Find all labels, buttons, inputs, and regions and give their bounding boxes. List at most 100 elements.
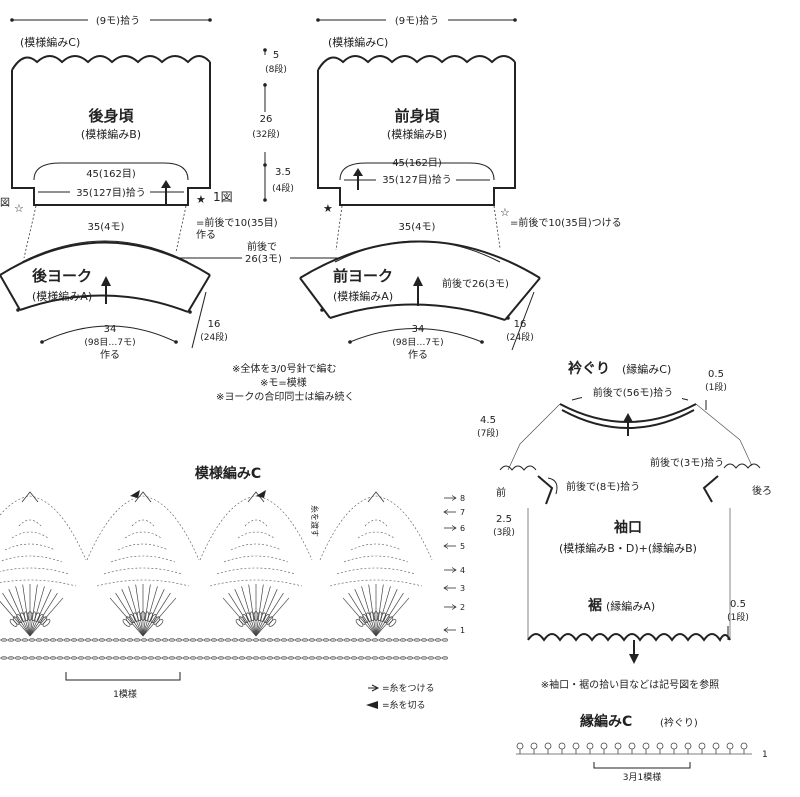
row-direction-arrow	[444, 604, 457, 610]
dim-dot	[208, 18, 212, 22]
picot-stitch	[516, 742, 524, 750]
front-yoke-height-line	[511, 291, 535, 351]
back-corner-label: 図	[0, 197, 10, 209]
cluster-stitch	[388, 619, 397, 627]
tall-stitch	[29, 589, 52, 637]
back-yoke-height-line	[191, 291, 207, 349]
chain-arch	[230, 543, 282, 551]
dim-3-5-rows: (4段)	[272, 182, 294, 194]
chain-arch	[0, 579, 77, 587]
tall-stitch	[375, 597, 410, 637]
hem-height-rows: (1段)	[727, 611, 749, 623]
back-pickup-note: =前後で10(35目)	[196, 216, 278, 229]
outer-arch	[0, 495, 87, 561]
tall-stitch	[135, 584, 144, 637]
front-label: 前	[496, 486, 506, 499]
legend-attach: =糸をつける	[382, 682, 435, 694]
right-shoulder-line	[695, 403, 753, 467]
row-number: 4	[460, 566, 465, 575]
front-yoke-outer-edge	[299, 240, 541, 279]
arrow-head	[161, 180, 171, 188]
left-height: 4.5	[480, 415, 496, 426]
peak-stitch	[367, 491, 385, 503]
picot-stitch	[628, 742, 636, 750]
left-height-rows: (7段)	[477, 427, 499, 439]
front-width35: 35(127目)拾う	[382, 173, 452, 186]
picot-stitch	[586, 742, 594, 750]
cut-yarn-symbol	[366, 701, 378, 709]
tall-stitch	[241, 586, 257, 637]
edge-c-title: 縁編みC	[580, 713, 632, 730]
star-marker: ★	[323, 202, 333, 215]
tall-stitch	[115, 592, 144, 637]
picot-stitch	[544, 742, 552, 750]
cut-yarn-symbol	[130, 490, 140, 498]
pattern-c-symbols	[0, 490, 448, 660]
pattern-c-repeat-label: 1模様	[113, 688, 137, 700]
tall-stitch	[142, 592, 171, 637]
edge-c-subtitle: (衿ぐり)	[660, 716, 698, 729]
back-width45: 45(162目)	[86, 169, 136, 180]
picot-stitch	[656, 742, 664, 750]
row-direction-arrow	[444, 525, 457, 531]
row-number: 3	[460, 584, 465, 593]
chain-arch	[237, 531, 275, 539]
cluster-stitch	[42, 619, 51, 627]
tall-stitch	[121, 589, 144, 637]
front-yoke-inner-edge	[329, 303, 506, 321]
row-number: 1	[460, 626, 465, 635]
sleeve-title: 袖口	[614, 519, 642, 536]
front-scallop-edge	[317, 55, 516, 71]
picot-stitch	[558, 742, 566, 750]
front-yoke-height: 16	[514, 319, 527, 330]
picot-stitch	[698, 742, 706, 750]
tall-stitch	[142, 589, 165, 637]
tall-stitch	[375, 586, 391, 637]
chain-arch	[96, 579, 190, 587]
back-body-subtitle: (模様編みB)	[81, 127, 141, 141]
hem-height: 0.5	[730, 599, 746, 610]
front-width45: 45(162目)	[392, 158, 442, 169]
front-width-arc	[339, 162, 495, 181]
chain-arch	[131, 519, 155, 527]
right-sleeve-scallop	[723, 463, 761, 469]
note-2: ※モ=模様	[260, 376, 307, 389]
dim-3-5: 3.5	[275, 167, 291, 178]
tall-stitch	[248, 584, 257, 637]
row-number: 6	[460, 524, 465, 533]
back-top-pattern-label: (模様編みC)	[20, 35, 80, 49]
chain-arch	[350, 543, 402, 551]
tall-stitch	[142, 584, 151, 637]
neck-title: 衿ぐり	[568, 360, 610, 377]
chain-arch	[0, 567, 70, 575]
note-3: ※ヨークの合印同士は編み続く	[216, 390, 354, 403]
edge-c-repeat-bracket	[593, 762, 691, 769]
tall-stitch	[8, 589, 31, 637]
tall-stitch	[128, 586, 144, 637]
back-label: 後ろ	[752, 484, 772, 497]
back-yoke-outer-edge	[0, 241, 211, 276]
chain-arch	[244, 519, 268, 527]
picot-stitch	[684, 742, 692, 750]
attach-yarn-symbol	[368, 684, 380, 692]
front-yoke-top-width: 35(4モ)	[399, 222, 436, 233]
neck-pickup-label: 前後で(56モ)拾う	[593, 386, 674, 399]
chain-arch	[336, 567, 416, 575]
peak-stitch	[247, 491, 265, 503]
chain-arch	[357, 531, 395, 539]
tall-stitch	[375, 589, 398, 637]
back-yoke-bottom-detail: (98目…7モ)	[84, 337, 135, 348]
back-yoke-side-edge	[0, 274, 21, 311]
back-both-note: 前後で	[247, 240, 277, 253]
row-direction-arrow	[443, 585, 456, 591]
tall-stitch	[255, 586, 271, 637]
row-number: 7	[460, 508, 465, 517]
back-yoke-bottom-arc	[41, 325, 177, 343]
right-pickup-label: 前後で(3モ)拾う	[650, 456, 724, 469]
tall-stitch	[29, 586, 45, 637]
row-number: 5	[460, 542, 465, 551]
back-make-note: 作る	[196, 229, 216, 241]
picot-stitch	[600, 742, 608, 750]
back-yoke-bottom: 34	[104, 324, 117, 335]
